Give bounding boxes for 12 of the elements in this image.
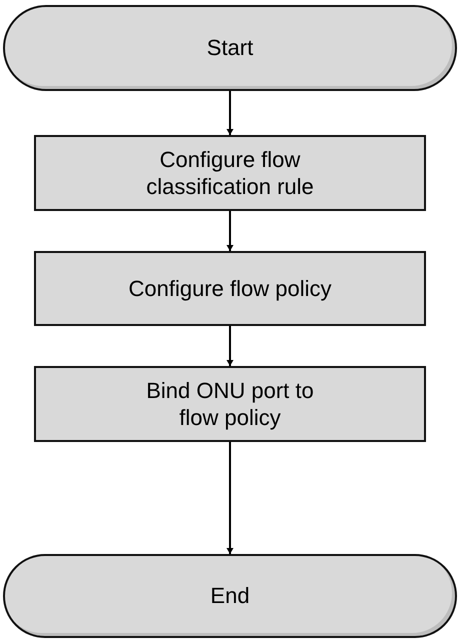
process-box — [34, 251, 426, 326]
arrow — [227, 326, 233, 366]
node-text: Configure flow policy — [128, 274, 332, 302]
node-text: End — [210, 582, 250, 610]
process-box — [34, 366, 426, 442]
process-box — [34, 135, 426, 211]
node-text: Start — [206, 34, 254, 62]
arrow — [227, 442, 233, 554]
arrow — [227, 211, 233, 251]
node-text: Configure flow classification rule — [145, 146, 315, 200]
arrow — [227, 91, 233, 135]
node-text: Bind ONU port to flow policy — [145, 376, 315, 432]
